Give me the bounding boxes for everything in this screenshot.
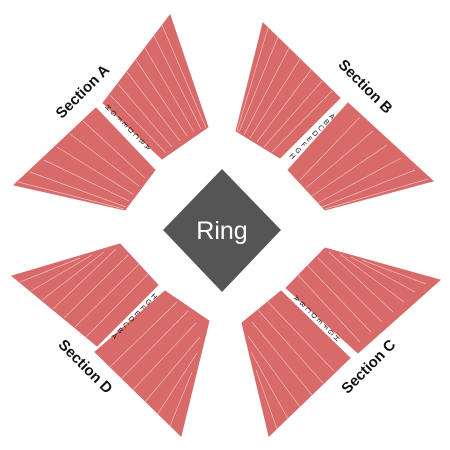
row-letter: G [293,146,303,156]
section-b-row-lines [236,27,429,210]
row-letter: A [143,142,152,151]
row-letter: B [115,326,124,335]
row-letter: F [138,304,147,313]
section-c-row-letters: A B C D E F G H [292,294,341,343]
row-letter: D [126,125,135,134]
section-a[interactable]: Section A H G F E D C B A [12,13,209,211]
section-b[interactable]: Section B H G F E D C B A [235,22,435,211]
row-letter: C [131,131,140,140]
section-d-row-letters: A B C D E F G H [110,292,159,341]
section-b-row-letters: H G F E D C B A [288,112,337,161]
row-letter: C [121,321,130,330]
section-c-upper-block[interactable] [285,247,442,354]
row-letter: B [298,299,307,308]
ring-label: Ring [196,217,247,245]
row-letter: E [315,316,324,325]
row-letter: A [327,112,336,121]
row-letter: D [126,315,135,324]
section-a-row-letters: H G F E D C B A [103,103,152,152]
section-b-lower-block[interactable] [287,102,435,211]
section-a-label: Section A [53,61,114,122]
row-letter: E [132,309,141,318]
row-letter: B [322,118,331,127]
row-letter: F [321,322,330,331]
section-a-lower-block[interactable] [12,107,156,211]
row-letter: A [110,332,119,341]
section-c[interactable]: Section C A B C D E F G H [241,247,442,437]
row-letter: A [292,294,301,303]
row-letter: F [299,141,308,150]
row-letter: C [303,305,312,314]
ring-shape[interactable] [163,169,281,292]
row-letter: H [149,292,158,301]
section-c-row-lines [247,251,427,430]
row-letter: H [332,333,341,342]
section-a-upper-block[interactable] [102,13,209,160]
row-letter: H [288,152,297,161]
row-letter: B [137,137,146,146]
row-letter: H [103,103,112,112]
row-letter: G [143,298,153,308]
row-letter: G [326,327,336,337]
section-d-row-lines [19,248,201,427]
section-d-upper-block[interactable] [10,243,159,347]
row-letter: E [305,135,314,144]
ring[interactable]: Ring [163,169,281,292]
section-d[interactable]: Section D A B C D E F G H [10,243,210,437]
section-c-label: Section C [338,336,399,397]
row-letter: D [310,129,319,138]
row-letter: D [309,310,318,319]
row-letter: F [115,114,124,123]
row-letter: E [120,120,129,129]
section-c-lower-block[interactable] [241,290,351,437]
section-a-row-lines [17,24,207,210]
row-letter: G [109,108,119,118]
row-letter: C [316,124,325,133]
